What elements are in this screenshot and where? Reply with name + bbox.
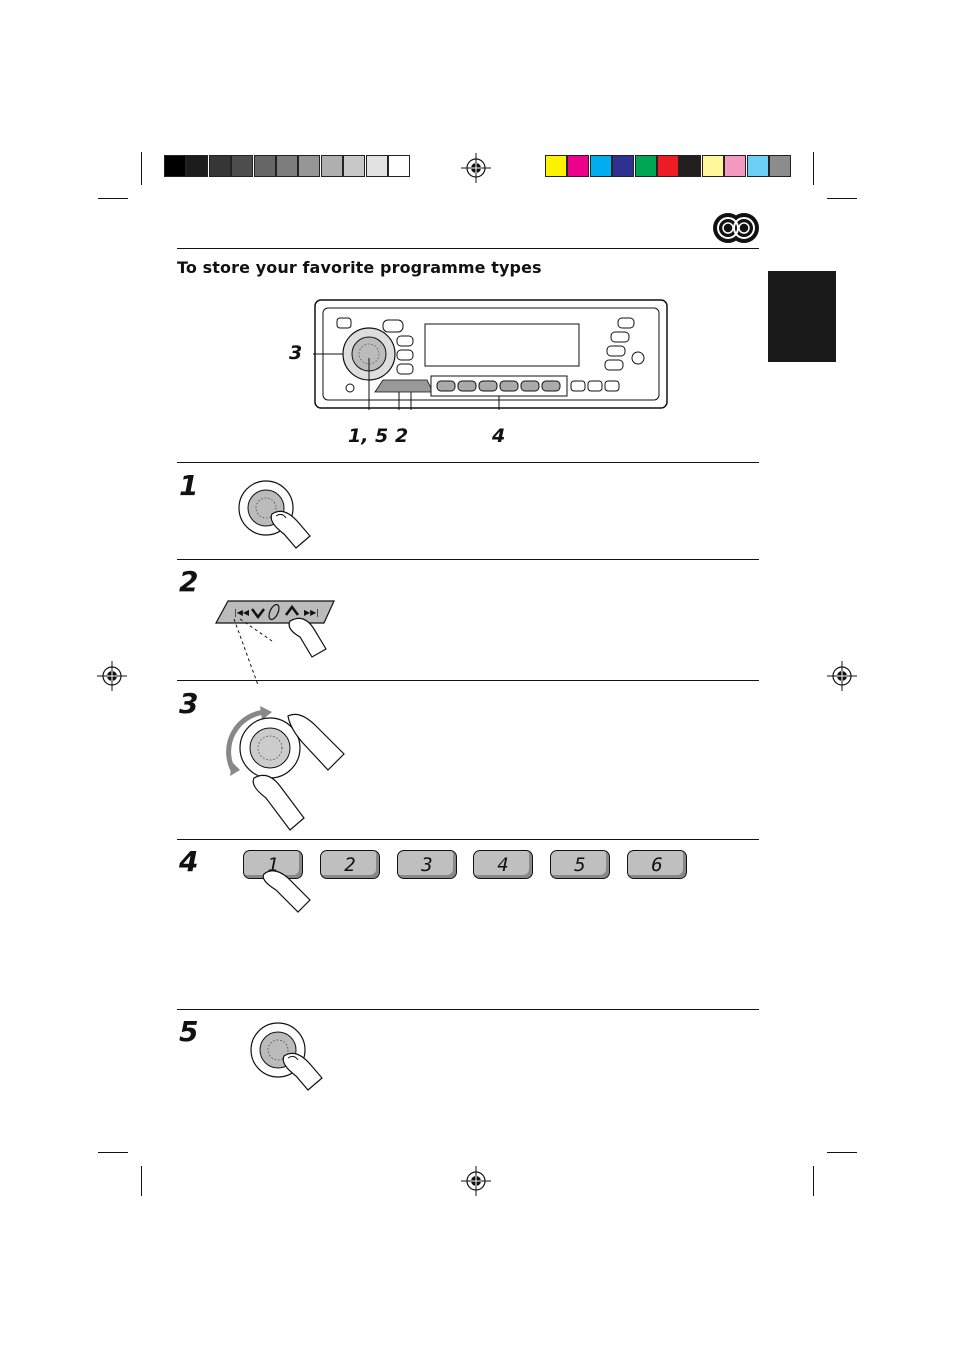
step-number: 2: [179, 565, 199, 598]
color-swatch: [567, 155, 590, 177]
callout-select-button: 1, 5: [348, 425, 389, 447]
registration-mark-icon: [461, 153, 491, 183]
crop-mark: [141, 1166, 142, 1196]
callout-knob: 3: [289, 342, 303, 364]
preset-button-6[interactable]: 6: [627, 850, 687, 879]
preset-button-5[interactable]: 5: [550, 850, 610, 879]
color-swatch: [208, 155, 231, 177]
finger-press-icon: [238, 480, 311, 549]
callout-preset-buttons: 4: [492, 425, 506, 447]
preset-button-4[interactable]: 4: [473, 850, 533, 879]
step-rule: [177, 1009, 759, 1010]
seek-buttons-illustration: |◀◀ ▶▶|: [214, 600, 335, 686]
crop-mark: [813, 1166, 814, 1196]
head-unit-illustration: [313, 299, 668, 410]
finger-press-icon: [262, 870, 311, 913]
step-rule: [177, 462, 759, 463]
color-swatch: [769, 155, 791, 177]
preset-button-3[interactable]: 3: [397, 850, 457, 879]
finger-press-icon: [250, 1022, 323, 1091]
crop-mark: [141, 152, 142, 185]
header-rule: [177, 248, 759, 249]
disc-logo-icon: [713, 213, 759, 243]
color-swatch: [388, 155, 410, 177]
registration-mark-icon: [97, 661, 127, 691]
crop-mark: [827, 1152, 857, 1153]
preset-button-2[interactable]: 2: [320, 850, 380, 879]
step-rule: [177, 680, 759, 681]
color-swatch: [343, 155, 366, 177]
crop-mark: [98, 198, 128, 199]
color-swatch: [320, 155, 343, 177]
svg-text:▶▶|: ▶▶|: [304, 608, 319, 617]
color-swatch: [298, 155, 321, 177]
color-swatch: [724, 155, 747, 177]
color-swatch: [701, 155, 724, 177]
color-swatch: [276, 155, 298, 177]
color-swatch: [612, 155, 635, 177]
rotate-arrows-icon: [260, 706, 272, 720]
color-swatch: [365, 155, 388, 177]
color-swatch: [657, 155, 679, 177]
color-swatch: [545, 155, 567, 177]
svg-text:|◀◀: |◀◀: [234, 608, 250, 617]
language-tab: [768, 271, 836, 362]
step-number: 4: [179, 845, 199, 878]
crop-mark: [827, 198, 857, 199]
step-number: 1: [179, 469, 199, 502]
color-swatch: [186, 155, 209, 177]
color-swatch: [746, 155, 769, 177]
registration-mark-icon: [461, 1166, 491, 1196]
step-rule: [177, 839, 759, 840]
step-number: 5: [179, 1015, 199, 1048]
color-swatch: [634, 155, 657, 177]
section-heading: To store your favorite programme types: [177, 258, 542, 277]
color-swatch: [164, 155, 186, 177]
color-swatch: [231, 155, 254, 177]
step-number: 3: [179, 687, 199, 720]
color-swatch: [589, 155, 612, 177]
crop-mark: [813, 152, 814, 185]
rotate-knob-illustration: [226, 706, 345, 831]
color-swatch: [253, 155, 276, 177]
callout-seek-buttons: 2: [395, 425, 409, 447]
step-rule: [177, 559, 759, 560]
crop-mark: [98, 1152, 128, 1153]
color-swatch: [679, 155, 702, 177]
registration-mark-icon: [827, 661, 857, 691]
